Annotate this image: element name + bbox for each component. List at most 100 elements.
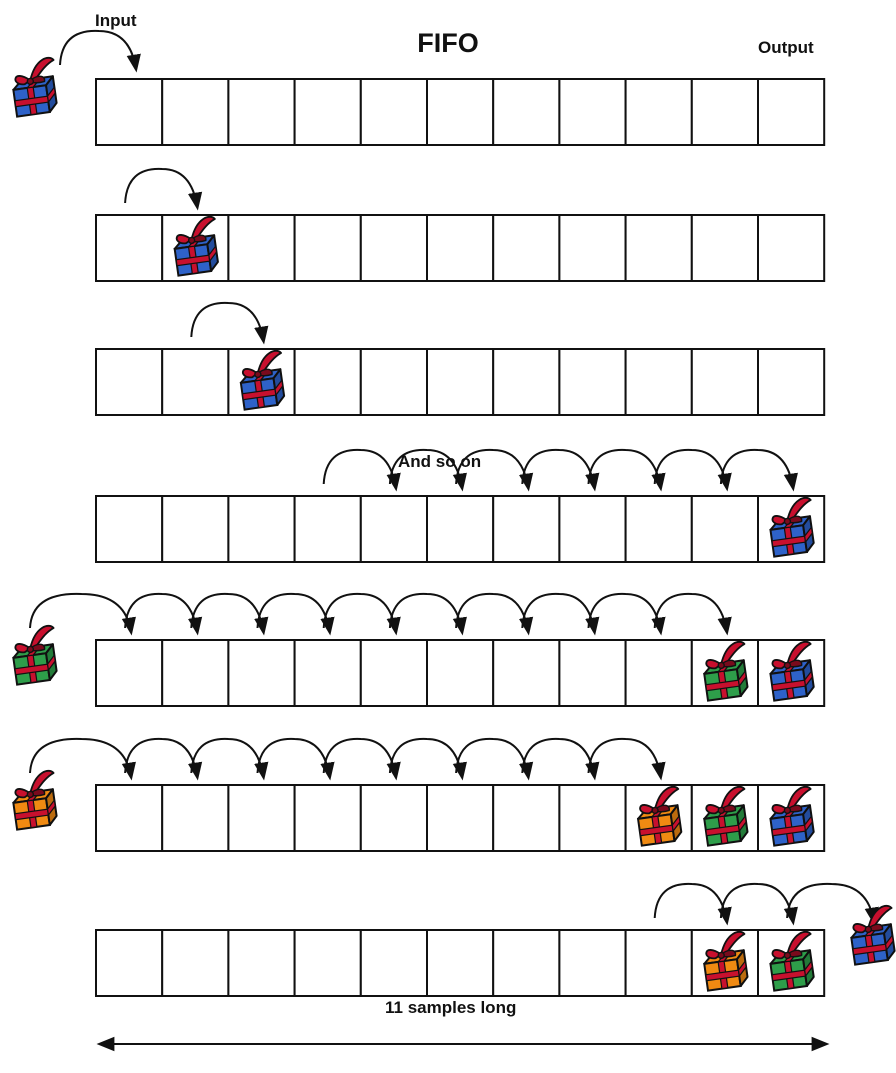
buffer-cell — [228, 215, 294, 281]
curved-arrow-icon — [655, 450, 727, 488]
buffer-cell — [493, 79, 559, 145]
curved-arrow-icon — [787, 884, 874, 922]
curved-arrow-icon — [390, 739, 462, 777]
buffer-cell — [96, 215, 162, 281]
buffer-cell — [493, 349, 559, 415]
fifo-row-1 — [96, 79, 824, 145]
buffer-cell — [361, 785, 427, 851]
fifo-row-7 — [96, 884, 896, 996]
curved-arrow-icon — [258, 739, 330, 777]
buffer-cell — [559, 79, 625, 145]
buffer-cell — [96, 785, 162, 851]
buffer-cell — [96, 930, 162, 996]
buffer-cell — [361, 79, 427, 145]
buffer-cell — [228, 930, 294, 996]
curved-arrow-icon — [721, 450, 793, 488]
fifo-row-2 — [96, 169, 824, 281]
buffer-cell — [692, 496, 758, 562]
curved-arrow-icon — [191, 303, 263, 341]
buffer-cell — [427, 785, 493, 851]
buffer-cell — [162, 930, 228, 996]
buffer-cell — [361, 349, 427, 415]
buffer-cell — [626, 640, 692, 706]
buffer-cell — [559, 930, 625, 996]
buffer-cell — [692, 349, 758, 415]
buffer-cell — [493, 215, 559, 281]
buffer-cell — [228, 640, 294, 706]
curved-arrow-icon — [125, 169, 197, 207]
curved-arrow-icon — [456, 594, 528, 632]
buffer-cell — [758, 79, 824, 145]
curved-arrow-icon — [191, 739, 263, 777]
curved-arrow-icon — [589, 739, 661, 777]
buffer-cell — [295, 496, 361, 562]
output-label: Output — [758, 38, 814, 57]
buffer-cell — [626, 496, 692, 562]
curved-arrow-icon — [324, 450, 396, 488]
diagram-title: FIFO — [417, 28, 479, 58]
length-label: 11 samples long — [385, 998, 516, 1017]
buffer-cell — [96, 496, 162, 562]
buffer-cell — [295, 349, 361, 415]
curved-arrow-icon — [522, 450, 594, 488]
buffer-cell — [427, 215, 493, 281]
buffer-cell — [96, 349, 162, 415]
curved-arrow-icon — [390, 594, 462, 632]
buffer-cell — [626, 930, 692, 996]
buffer-cell — [295, 79, 361, 145]
gift-box-icon — [10, 625, 61, 685]
buffer-cell — [559, 640, 625, 706]
gift-box-icon — [10, 770, 61, 830]
buffer-cell — [361, 496, 427, 562]
fifo-row-6 — [10, 739, 825, 851]
buffer-cell — [626, 79, 692, 145]
buffer-cell — [295, 640, 361, 706]
gift-box-icon — [10, 57, 61, 117]
buffer-cell — [162, 785, 228, 851]
buffer-cell — [626, 215, 692, 281]
buffer-cell — [427, 349, 493, 415]
buffer-cell — [626, 349, 692, 415]
buffer-cell — [692, 79, 758, 145]
buffer-cell — [427, 930, 493, 996]
buffer-cell — [692, 215, 758, 281]
buffer-cell — [295, 785, 361, 851]
buffer-cell — [162, 79, 228, 145]
fifo-row-4 — [96, 450, 824, 562]
curved-arrow-icon — [589, 594, 661, 632]
curved-arrow-icon — [456, 739, 528, 777]
buffer-cell — [427, 79, 493, 145]
buffer-cell — [96, 79, 162, 145]
buffer-cell — [493, 640, 559, 706]
fifo-rows — [10, 31, 896, 996]
buffer-cell — [295, 215, 361, 281]
buffer-cell — [427, 496, 493, 562]
curved-arrow-icon — [522, 594, 594, 632]
buffer-cell — [228, 79, 294, 145]
buffer-cell — [559, 349, 625, 415]
buffer-cell — [493, 785, 559, 851]
curved-arrow-icon — [125, 739, 197, 777]
buffer-cell — [162, 349, 228, 415]
curved-arrow-icon — [589, 450, 661, 488]
buffer-cell — [228, 496, 294, 562]
curved-arrow-icon — [324, 594, 396, 632]
input-label: Input — [95, 11, 137, 30]
curved-arrow-icon — [191, 594, 263, 632]
buffer-cell — [361, 215, 427, 281]
curved-arrow-icon — [258, 594, 330, 632]
buffer-cell — [427, 640, 493, 706]
buffer-cell — [162, 496, 228, 562]
buffer-cell — [361, 640, 427, 706]
buffer-cell — [758, 349, 824, 415]
curved-arrow-icon — [125, 594, 197, 632]
buffer-cell — [162, 640, 228, 706]
curved-arrow-icon — [60, 31, 136, 69]
buffer-cell — [96, 640, 162, 706]
curved-arrow-icon — [655, 884, 727, 922]
fifo-row-5 — [10, 594, 825, 706]
buffer-cell — [493, 496, 559, 562]
buffer-cell — [559, 785, 625, 851]
buffer-cell — [295, 930, 361, 996]
